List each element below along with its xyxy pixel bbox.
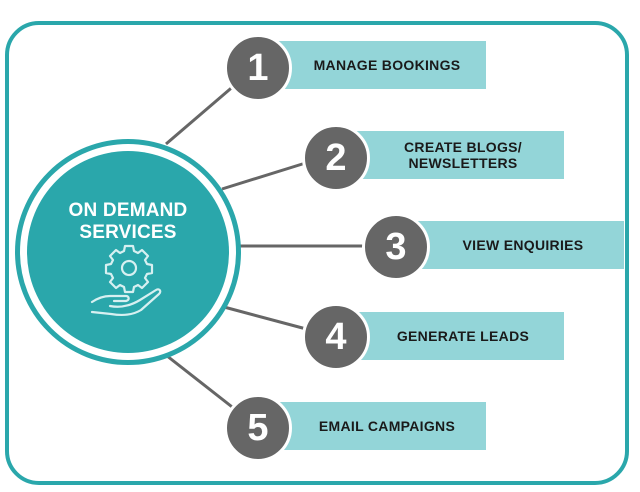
step-2-label-line-1: CREATE BLOGS/ bbox=[404, 139, 522, 155]
step-3-label-line: VIEW ENQUIRIES bbox=[462, 237, 584, 253]
connector-2 bbox=[221, 159, 313, 191]
step-3-bar: VIEW ENQUIRIES bbox=[396, 221, 624, 269]
connector-4 bbox=[223, 305, 311, 332]
step-1-label: MANAGE BOOKINGS bbox=[314, 57, 461, 73]
step-4-label-line: GENERATE LEADS bbox=[396, 328, 530, 344]
step-2-label-line-2: NEWSLETTERS bbox=[408, 155, 518, 171]
hub-title-line-2: SERVICES bbox=[79, 222, 177, 243]
step-5-bar: EMAIL CAMPAIGNS bbox=[262, 402, 486, 450]
step-3-label: VIEW ENQUIRIES bbox=[463, 237, 584, 253]
step-5-label: EMAIL CAMPAIGNS bbox=[319, 418, 455, 434]
step-4-label: GENERATE LEADS bbox=[397, 328, 529, 344]
step-2-number: 2 bbox=[302, 124, 370, 192]
step-1-bar: MANAGE BOOKINGS bbox=[262, 41, 486, 89]
step-1-label-line: MANAGE BOOKINGS bbox=[313, 57, 461, 73]
step-5-number: 5 bbox=[224, 394, 292, 462]
step-1-number: 1 bbox=[224, 34, 292, 102]
connector-1 bbox=[165, 82, 237, 146]
step-4-bar: GENERATE LEADS bbox=[336, 312, 564, 360]
step-3-number: 3 bbox=[362, 213, 430, 281]
step-2-bar: CREATE BLOGS/ NEWSLETTERS bbox=[336, 131, 564, 179]
hub-circle bbox=[27, 151, 229, 353]
step-2-label: CREATE BLOGS/ NEWSLETTERS bbox=[404, 139, 522, 171]
hub-title: ON DEMAND SERVICES bbox=[27, 200, 229, 244]
step-4-number: 4 bbox=[302, 303, 370, 371]
hub-title-line-1: ON DEMAND bbox=[68, 200, 188, 221]
gear-in-hand-icon bbox=[90, 244, 162, 317]
connector-5 bbox=[161, 350, 237, 412]
step-5-label-line: EMAIL CAMPAIGNS bbox=[318, 418, 456, 434]
